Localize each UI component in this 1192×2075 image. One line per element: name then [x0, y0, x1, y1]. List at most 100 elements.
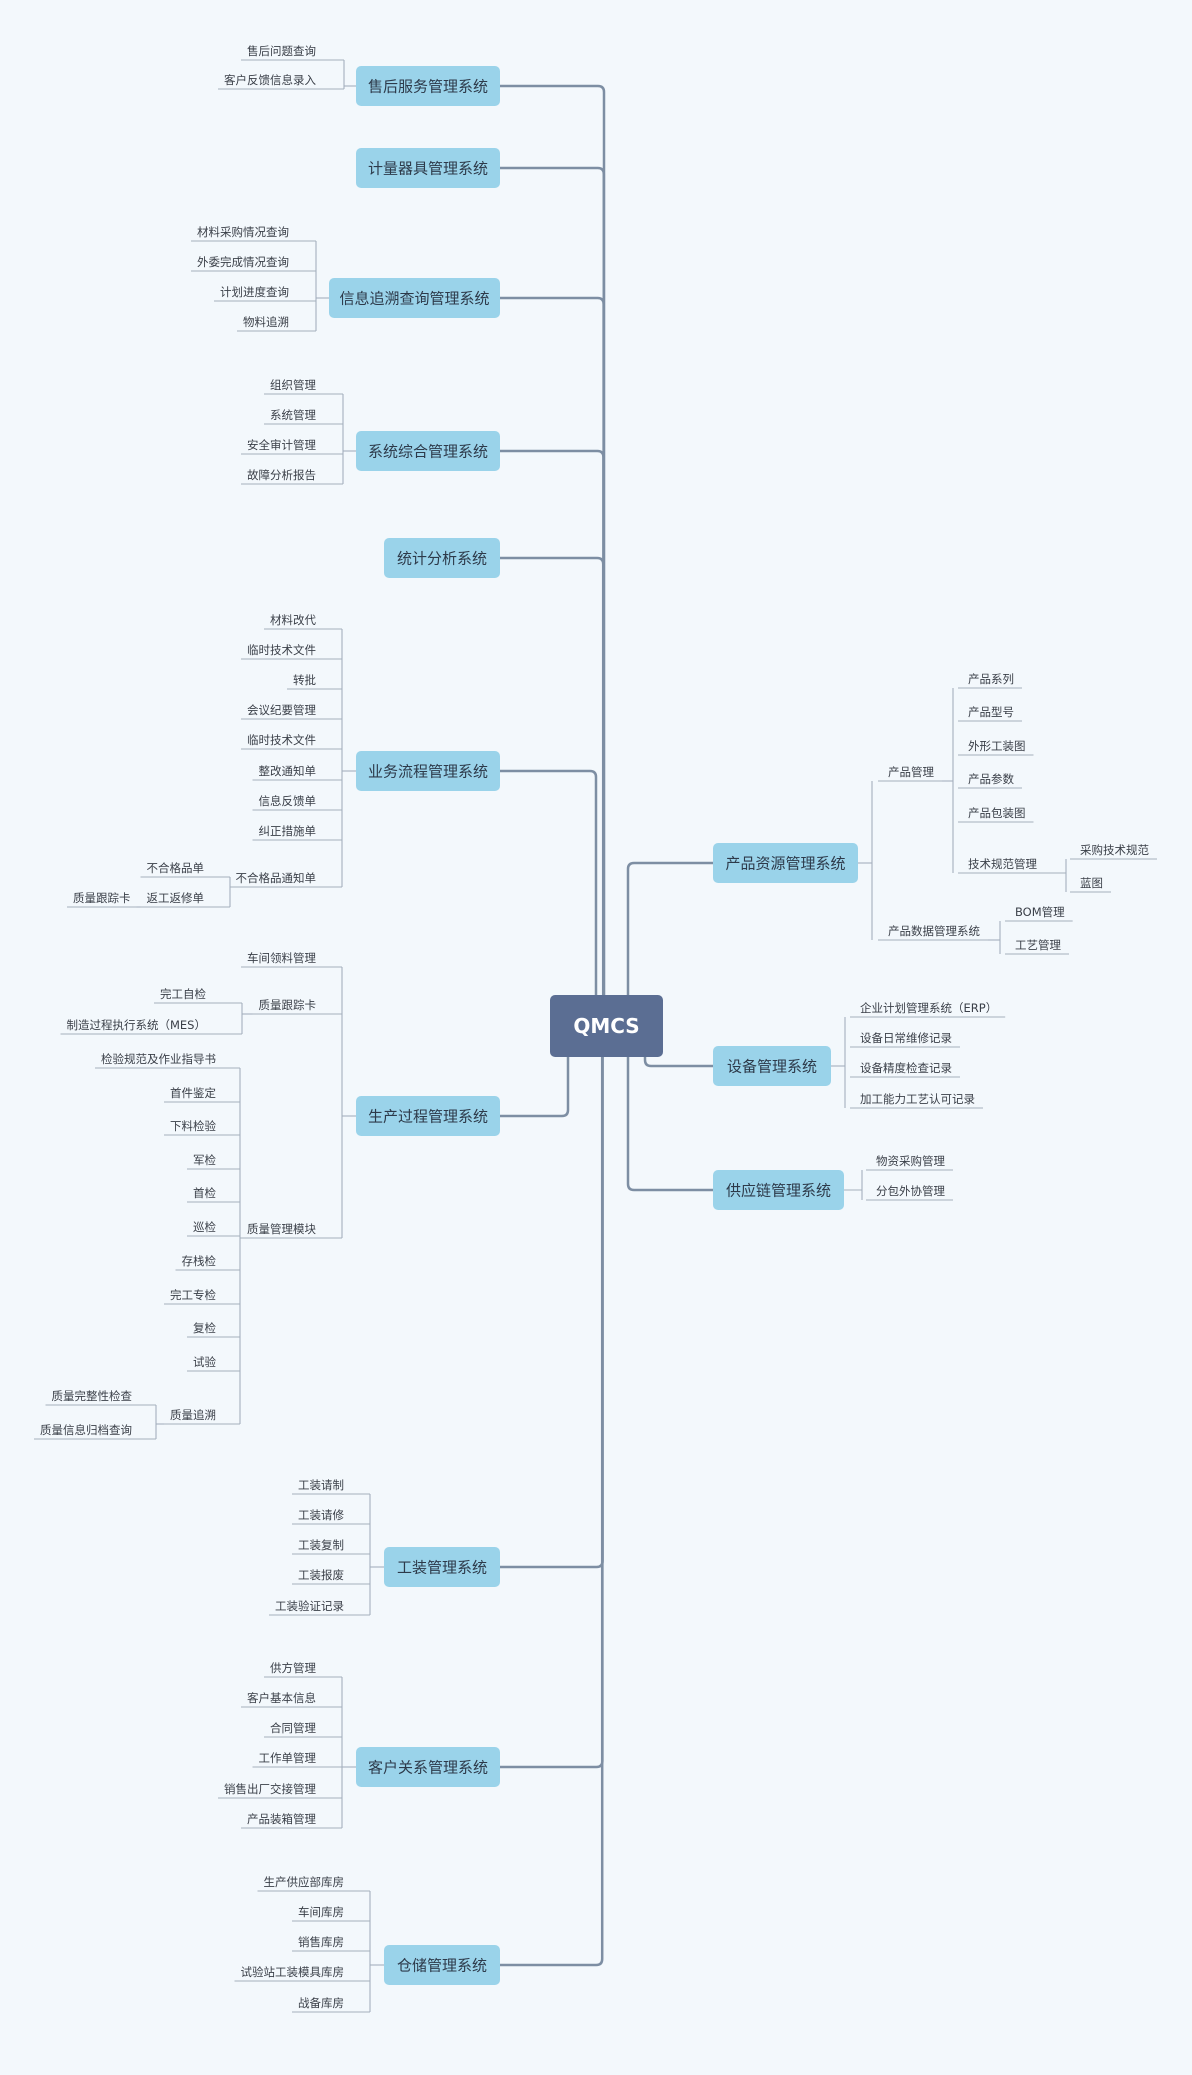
branch-box[interactable]	[713, 1170, 844, 1210]
leaf-left_branches-9-children-1[interactable]: 车间库房	[292, 1905, 350, 1922]
branch-box[interactable]	[713, 1046, 831, 1086]
branch-box[interactable]	[329, 278, 500, 318]
leaf-right_branches-2-children-0[interactable]: 物资采购管理	[866, 1154, 953, 1171]
leaf-left_branches-2-children-3[interactable]: 物料追溯	[237, 315, 295, 332]
leaf-left_branches-2-children-2[interactable]: 计划进度查询	[214, 285, 295, 302]
leaf-left_branches-6-children-2-children-6[interactable]: 存栈检	[175, 1254, 223, 1271]
leaf-right_branches-0-children-0-children-5-children-1[interactable]: 蓝图	[1070, 876, 1111, 893]
leaf-left_branches-5-children-5[interactable]: 整改通知单	[252, 764, 323, 781]
leaf-left_branches-6-children-2-children-7[interactable]: 完工专检	[164, 1288, 222, 1305]
leaf-left_branches-6-children-1-children-0[interactable]: 完工自检	[154, 987, 212, 1004]
leaf-left_branches-9-children-2[interactable]: 销售库房	[292, 1935, 350, 1952]
leaf-right_branches-0-children-0-children-5[interactable]: 技术规范管理	[958, 857, 1045, 874]
branch-box[interactable]	[384, 1945, 500, 1985]
leaf-right_branches-0-children-0-children-4[interactable]: 产品包装图	[958, 806, 1034, 823]
leaf-left_branches-5-children-7[interactable]: 纠正措施单	[252, 824, 323, 841]
leaf-left_branches-6-children-2-children-4[interactable]: 首检	[187, 1186, 222, 1203]
left-branch-left_branches-2[interactable]: 信息追溯查询管理系统	[329, 278, 500, 318]
left-branch-left_branches-3[interactable]: 系统综合管理系统	[356, 431, 500, 471]
leaf-right_branches-0-children-0-children-2[interactable]: 外形工装图	[958, 739, 1034, 756]
leaf-left_branches-5-children-3[interactable]: 会议纪要管理	[241, 703, 322, 720]
left-branch-left_branches-5[interactable]: 业务流程管理系统	[356, 751, 500, 791]
leaf-right_branches-0-children-0-children-5-children-0[interactable]: 采购技术规范	[1070, 843, 1157, 860]
right-branch-right_branches-2[interactable]: 供应链管理系统	[713, 1170, 844, 1210]
leaf-left_branches-6-children-2-children-10-children-1[interactable]: 质量信息归档查询	[34, 1423, 138, 1440]
branch-box[interactable]	[356, 148, 500, 188]
leaf-left_branches-8-children-1[interactable]: 客户基本信息	[241, 1691, 322, 1708]
branch-box[interactable]	[356, 431, 500, 471]
leaf-left_branches-6-children-2[interactable]: 质量管理模块	[241, 1222, 322, 1239]
left-branch-left_branches-4[interactable]: 统计分析系统	[384, 538, 500, 578]
leaf-left_branches-8-children-2[interactable]: 合同管理	[264, 1721, 322, 1738]
leaf-left_branches-6-children-0[interactable]: 车间领料管理	[241, 951, 322, 968]
leaf-right_branches-0-children-0[interactable]: 产品管理	[878, 765, 942, 782]
leaf-left_branches-9-children-4[interactable]: 战备库房	[292, 1996, 350, 2013]
leaf-left_branches-8-children-3[interactable]: 工作单管理	[252, 1751, 323, 1768]
leaf-left_branches-9-children-0[interactable]: 生产供应部库房	[257, 1875, 351, 1892]
leaf-left_branches-7-children-2[interactable]: 工装复制	[292, 1538, 350, 1555]
leaf-left_branches-6-children-1[interactable]: 质量跟踪卡	[252, 998, 323, 1015]
leaf-left_branches-5-children-8-children-0[interactable]: 不合格品单	[140, 861, 211, 878]
leaf-left_branches-5-children-1[interactable]: 临时技术文件	[241, 643, 322, 660]
leaf-left_branches-6-children-2-children-0[interactable]: 检验规范及作业指导书	[95, 1052, 222, 1069]
leaf-left_branches-7-children-3[interactable]: 工装报废	[292, 1568, 350, 1585]
root-node[interactable]: QMCS	[550, 995, 663, 1057]
branch-box[interactable]	[356, 66, 500, 106]
leaf-left_branches-5-children-4[interactable]: 临时技术文件	[241, 733, 322, 750]
left-branch-left_branches-9[interactable]: 仓储管理系统	[384, 1945, 500, 1985]
leaf-left_branches-7-children-0[interactable]: 工装请制	[292, 1478, 350, 1495]
leaf-left_branches-3-children-3[interactable]: 故障分析报告	[241, 468, 322, 485]
branch-box[interactable]	[356, 751, 500, 791]
leaf-left_branches-8-children-4[interactable]: 销售出厂交接管理	[218, 1782, 322, 1799]
branch-box[interactable]	[384, 1547, 500, 1587]
branch-box[interactable]	[384, 538, 500, 578]
leaf-left_branches-7-children-1[interactable]: 工装请修	[292, 1508, 350, 1525]
leaf-left_branches-2-children-0[interactable]: 材料采购情况查询	[191, 225, 295, 242]
leaf-left_branches-7-children-4[interactable]: 工装验证记录	[269, 1599, 350, 1616]
leaf-right_branches-1-children-2[interactable]: 设备精度检查记录	[850, 1061, 960, 1078]
leaf-left_branches-2-children-1[interactable]: 外委完成情况查询	[191, 255, 295, 272]
leaf-right_branches-1-children-3[interactable]: 加工能力工艺认可记录	[850, 1092, 983, 1109]
leaf-left_branches-0-children-0[interactable]: 售后问题查询	[241, 44, 322, 61]
right-branch-right_branches-0[interactable]: 产品资源管理系统	[713, 843, 858, 883]
leaf-left_branches-5-children-8-children-1[interactable]: 返工返修单	[140, 891, 211, 908]
left-branch-left_branches-7[interactable]: 工装管理系统	[384, 1547, 500, 1587]
left-branch-left_branches-8[interactable]: 客户关系管理系统	[356, 1747, 500, 1787]
leaf-left_branches-3-children-2[interactable]: 安全审计管理	[241, 438, 322, 455]
leaf-right_branches-1-children-1[interactable]: 设备日常维修记录	[850, 1031, 960, 1048]
left-branch-left_branches-1[interactable]: 计量器具管理系统	[356, 148, 500, 188]
leaf-right_branches-0-children-1-children-1[interactable]: 工艺管理	[1005, 938, 1069, 955]
root-node-box[interactable]	[550, 995, 663, 1057]
left-branch-left_branches-0[interactable]: 售后服务管理系统	[356, 66, 500, 106]
leaf-left_branches-5-children-0[interactable]: 材料改代	[264, 613, 322, 630]
leaf-right_branches-0-children-0-children-0[interactable]: 产品系列	[958, 672, 1022, 689]
leaf-left_branches-6-children-2-children-9[interactable]: 试验	[187, 1355, 222, 1372]
right-branch-right_branches-1[interactable]: 设备管理系统	[713, 1046, 831, 1086]
left-branch-left_branches-6[interactable]: 生产过程管理系统	[356, 1096, 500, 1136]
branch-box[interactable]	[713, 843, 858, 883]
leaf-left_branches-6-children-2-children-10-children-0[interactable]: 质量完整性检查	[45, 1389, 139, 1406]
leaf-left_branches-0-children-1[interactable]: 客户反馈信息录入	[218, 73, 322, 90]
leaf-right_branches-2-children-1[interactable]: 分包外协管理	[866, 1184, 953, 1201]
leaf-left_branches-6-children-2-children-2[interactable]: 下料检验	[164, 1119, 222, 1136]
leaf-left_branches-6-children-2-children-8[interactable]: 复检	[187, 1321, 222, 1338]
leaf-right_branches-0-children-1-children-0[interactable]: BOM管理	[1005, 905, 1073, 922]
leaf-left_branches-9-children-3[interactable]: 试验站工装模具库房	[234, 1965, 351, 1982]
leaf-left_branches-5-children-6[interactable]: 信息反馈单	[252, 794, 323, 811]
leaf-left_branches-6-children-2-children-3[interactable]: 军检	[187, 1153, 222, 1170]
leaf-left_branches-3-children-1[interactable]: 系统管理	[264, 408, 322, 425]
leaf-left_branches-5-children-2[interactable]: 转批	[287, 673, 322, 690]
leaf-left_branches-5-children-8[interactable]: 不合格品通知单	[229, 871, 323, 888]
leaf-left_branches-6-children-2-children-1[interactable]: 首件鉴定	[164, 1086, 222, 1103]
leaf-left_branches-8-children-0[interactable]: 供方管理	[264, 1661, 322, 1678]
branch-box[interactable]	[356, 1096, 500, 1136]
leaf-right_branches-0-children-0-children-3[interactable]: 产品参数	[958, 772, 1022, 789]
leaf-left_branches-3-children-0[interactable]: 组织管理	[264, 378, 322, 395]
leaf-right_branches-0-children-0-children-1[interactable]: 产品型号	[958, 705, 1022, 722]
leaf-right_branches-1-children-0[interactable]: 企业计划管理系统（ERP）	[850, 1001, 1006, 1018]
leaf-left_branches-5-children-8-children-1-children-0[interactable]: 质量跟踪卡	[67, 891, 137, 908]
branch-box[interactable]	[356, 1747, 500, 1787]
leaf-left_branches-6-children-2-children-5[interactable]: 巡检	[187, 1220, 222, 1237]
leaf-left_branches-6-children-1-children-1[interactable]: 制造过程执行系统（MES）	[60, 1018, 213, 1035]
leaf-left_branches-6-children-2-children-10[interactable]: 质量追溯	[164, 1408, 222, 1425]
